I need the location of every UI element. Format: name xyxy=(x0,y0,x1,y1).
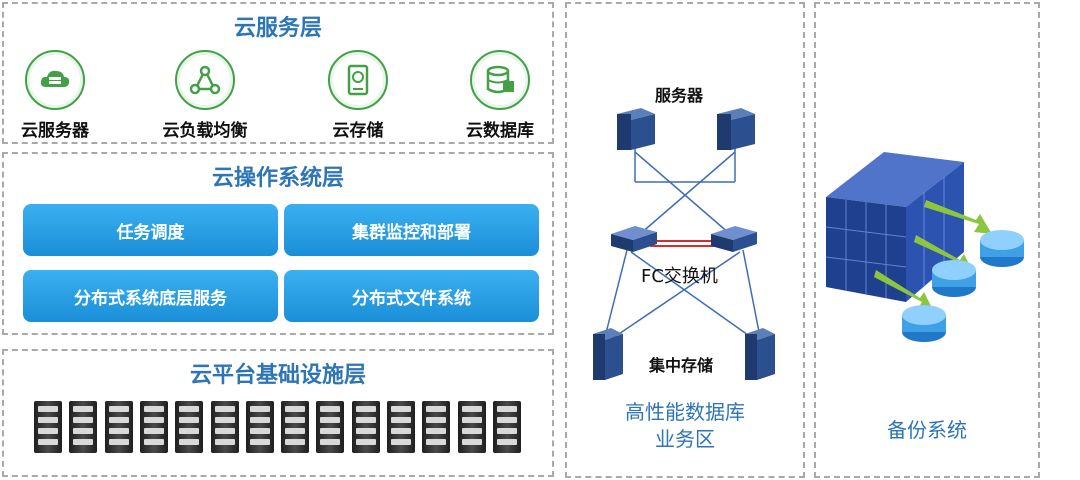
server-icon-right xyxy=(717,108,755,150)
central-storage-label: 集中存储 xyxy=(649,356,714,375)
fc-switch-icon-right xyxy=(711,226,757,252)
backup-disk-icon-1 xyxy=(980,230,1024,267)
cloud-database-label: 云数据库 xyxy=(466,121,534,141)
server-rack-icon xyxy=(104,401,133,453)
database-zone-caption-line1: 高性能数据库 xyxy=(625,400,745,424)
backup-cluster-graphic xyxy=(825,152,1024,342)
server-rack-icon xyxy=(351,401,380,453)
server-rack-icon xyxy=(281,401,310,453)
server-rack-icon xyxy=(316,401,345,453)
cloud-platform-layer-title: 云平台基础设施层 xyxy=(189,363,366,388)
cloud-os-layer-title: 云操作系统层 xyxy=(211,166,344,191)
cloud-storage-item[interactable]: 云存储 xyxy=(303,50,413,141)
storage-icon-left xyxy=(593,328,623,380)
cloud-os-layer-panel: 云操作系统层 任务调度 集群监控和部署 分布式系统底层服务 分布式文件系统 xyxy=(2,152,554,335)
cloud-server-item[interactable]: 云服务器 xyxy=(0,50,110,141)
storage-cluster-icon xyxy=(825,152,964,302)
cloud-server-label: 云服务器 xyxy=(21,121,89,141)
distributed-base-service-button[interactable]: 分布式系统底层服务 xyxy=(23,270,278,322)
database-zone-caption: 高性能数据库 业务区 xyxy=(565,399,805,453)
fc-switch-icon-left xyxy=(611,226,657,252)
cloud-database-item[interactable]: 云数据库 xyxy=(445,50,555,141)
backup-system-label: 备份系统 xyxy=(887,418,967,442)
server-rack-icon xyxy=(387,401,415,453)
fc-switch-label: FC交换机 xyxy=(641,266,718,287)
database-zone-panel xyxy=(565,2,805,478)
backup-disk-icon-2 xyxy=(932,260,976,297)
server-rack-icon xyxy=(139,401,168,453)
server-rack-icon xyxy=(245,401,274,453)
load-balance-label: 云负载均衡 xyxy=(162,121,248,141)
server-rack-icon xyxy=(69,401,98,453)
database-zone-caption-line2: 业务区 xyxy=(655,427,715,451)
task-scheduling-button[interactable]: 任务调度 xyxy=(23,204,278,256)
backup-arrows xyxy=(874,200,992,312)
load-balance-item[interactable]: 云负载均衡 xyxy=(150,50,260,141)
cloud-server-icon xyxy=(25,50,85,110)
cloud-storage-label: 云存储 xyxy=(332,121,384,141)
server-icon-left xyxy=(617,108,655,150)
server-rack-icon xyxy=(422,401,451,453)
backup-system-panel xyxy=(814,2,1040,478)
backup-disk-icon-3 xyxy=(902,305,946,342)
load-balance-icon xyxy=(175,50,235,110)
database-zone-network xyxy=(593,108,775,380)
cluster-monitor-button[interactable]: 集群监控和部署 xyxy=(284,204,539,256)
server-rack-icon xyxy=(492,401,521,453)
cloud-service-layer-panel: 云服务层 云服务器 云负载均衡 xyxy=(2,2,554,144)
database-icon xyxy=(470,50,530,110)
server-rack-icon xyxy=(34,401,62,453)
server-rack-icon xyxy=(457,401,486,453)
distributed-file-system-button[interactable]: 分布式文件系统 xyxy=(284,270,539,322)
server-rack-icon xyxy=(210,401,239,453)
server-rack-icon xyxy=(175,401,204,453)
server-label: 服务器 xyxy=(655,86,704,105)
cloud-platform-layer-panel: 云平台基础设施层 xyxy=(2,349,554,477)
storage-icon-right xyxy=(745,328,775,380)
cloud-service-layer-title: 云服务层 xyxy=(233,16,322,41)
storage-icon xyxy=(328,50,388,110)
